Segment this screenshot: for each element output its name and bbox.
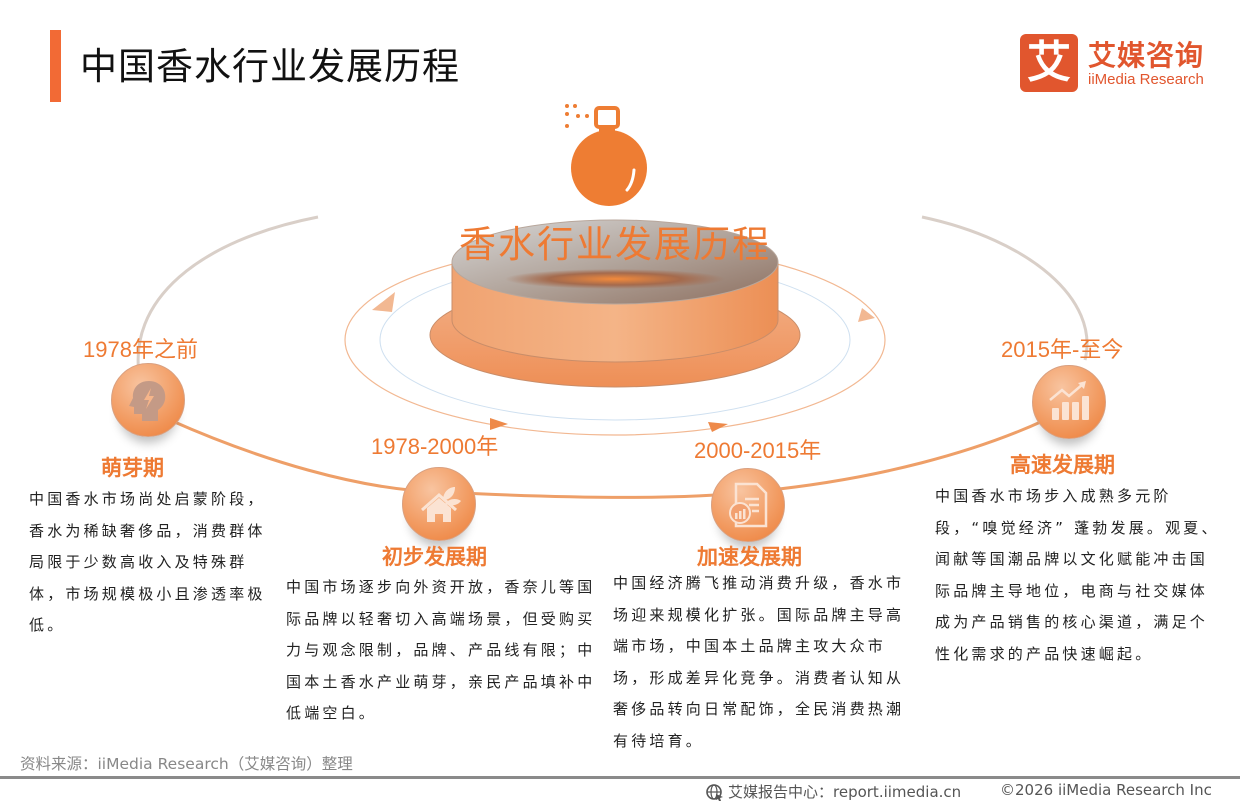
page-title: 中国香水行业发展历程 (80, 45, 460, 88)
stage-3-period: 2000-2015年 (694, 438, 822, 463)
stage-2-period: 1978-2000年 (371, 434, 499, 459)
stage-1-description: 中国香水市场尚处启蒙阶段，香水为稀缺奢侈品，消费群体局限于少数高收入及特殊群体，… (29, 490, 266, 634)
report-center-link[interactable]: 艾媒报告中心：report.iimedia.cn (706, 781, 961, 802)
podium-glow (505, 269, 725, 289)
growth-chart-icon (1049, 381, 1089, 420)
document-chart-icon (729, 482, 768, 528)
orbit-arrow-right (858, 308, 875, 322)
stage-1-name: 萌芽期 (101, 456, 164, 480)
copyright: ©2026 iiMedia Research Inc (1000, 781, 1212, 799)
orbit-arrow-bottom-left (490, 418, 508, 430)
source-note: 资料来源：iiMedia Research（艾媒咨询）整理 (20, 755, 353, 773)
title-accent-bar (50, 30, 61, 102)
brand-logo: 艾 艾媒咨询 iiMedia Research (1020, 34, 1220, 92)
house-leaf-icon (421, 487, 461, 522)
orbit-arrow-bottom-right (708, 422, 728, 432)
logo-name-en: iiMedia Research (1088, 71, 1204, 88)
stage-1-node (111, 363, 185, 437)
logo-name-cn: 艾媒咨询 (1088, 39, 1205, 72)
outer-arc-left (136, 215, 319, 381)
stage-3-name: 加速发展期 (697, 545, 802, 569)
orbit-arrow-left (372, 292, 395, 312)
stage-3-description: 中国经济腾飞推动消费升级，香水市场迎来规模化扩张。国际品牌主导高端市场，中国本土… (613, 574, 905, 750)
stage-1-period: 1978年之前 (83, 337, 198, 362)
stage-2-description: 中国市场逐步向外资开放，香奈儿等国际品牌以轻奢切入高端场景，但受购买力与观念限制… (286, 578, 596, 722)
logo-mark-icon: 艾 (1020, 34, 1078, 92)
outer-arc-right (921, 215, 1089, 361)
stage-2-name: 初步发展期 (382, 545, 487, 569)
stage-4-name: 高速发展期 (1010, 453, 1115, 477)
head-lightning-icon (129, 381, 166, 421)
globe-cursor-icon (706, 783, 723, 801)
perfume-bottle-icon (565, 104, 647, 206)
timeline-arc (169, 418, 1046, 499)
report-center-text[interactable]: 艾媒报告中心：report.iimedia.cn (728, 783, 962, 801)
stage-4-description: 中国香水市场步入成熟多元阶段，“嗅觉经济” 蓬勃发展。观夏、闻献等国潮品牌以文化… (935, 487, 1220, 663)
stage-4-node (1032, 365, 1106, 439)
footer-divider (0, 776, 1240, 779)
stage-3-node (711, 468, 785, 542)
stage-4-period: 2015年-至今 (1001, 337, 1124, 362)
stage-2-node (402, 467, 476, 541)
center-title: 香水行业发展历程 (459, 223, 771, 266)
